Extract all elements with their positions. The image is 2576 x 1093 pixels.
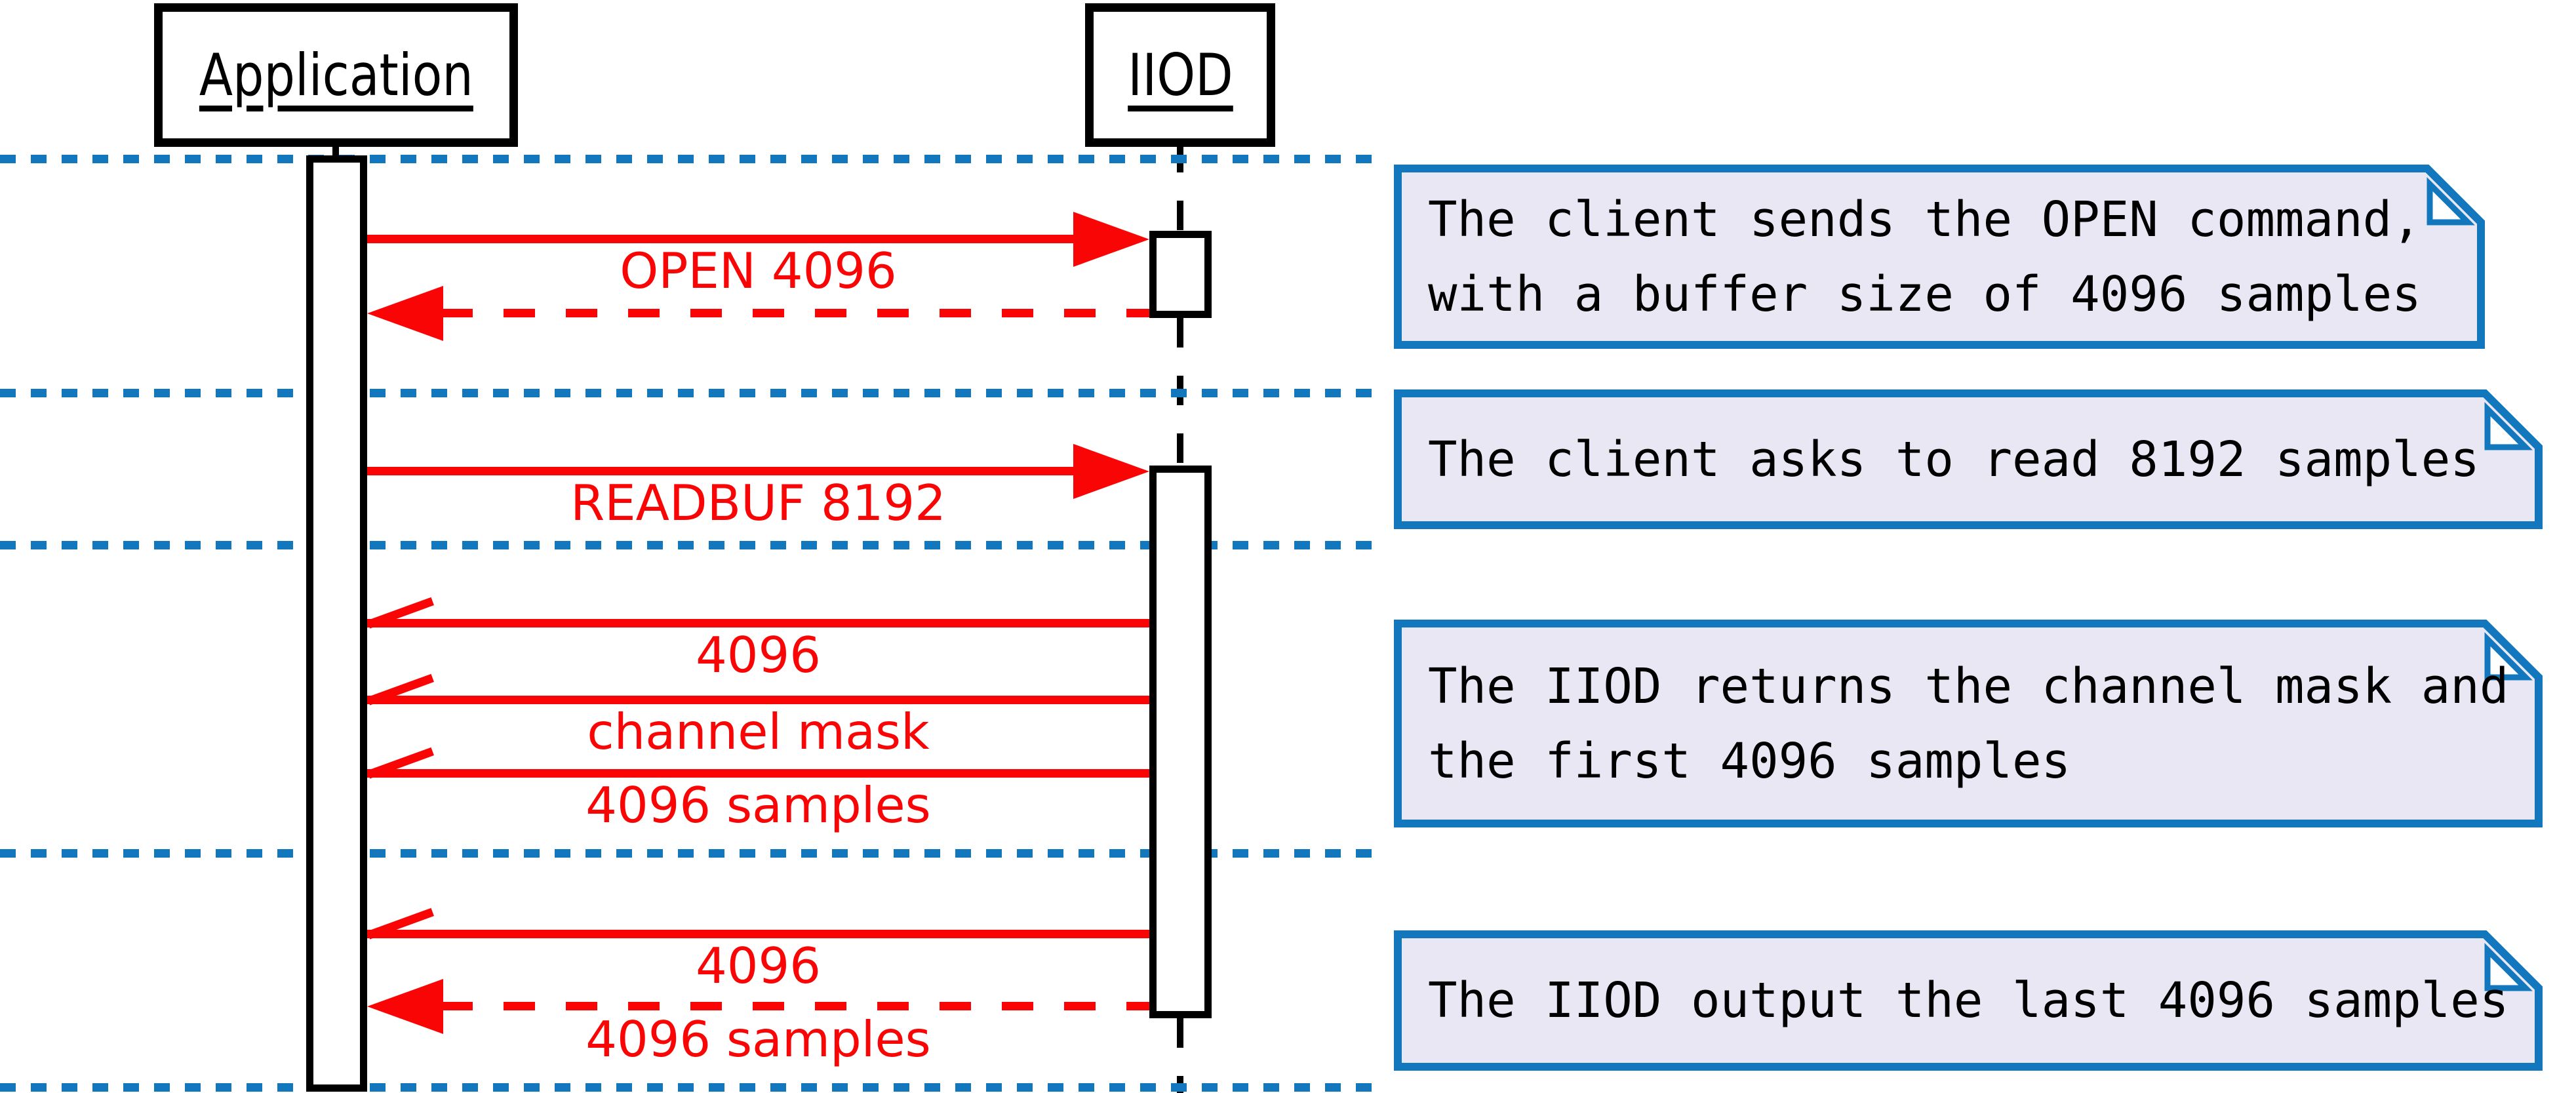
note-line: The IIOD output the last 4096 samples: [1428, 972, 2509, 1029]
message-line-open-response: [441, 309, 1149, 317]
note-open-command: The client sends the OPEN command, with …: [1394, 165, 2485, 349]
iiod-activation-bar-open: [1149, 231, 1212, 318]
step-divider-5: [0, 1083, 1380, 1092]
message-line-4096-second: [367, 930, 1149, 938]
iiod-lifeline-segment-1: [1177, 143, 1183, 231]
participant-application-label: Application: [199, 41, 473, 109]
message-label-4096-second: 4096: [696, 937, 821, 995]
message-label-4096-samples-final: 4096 samples: [585, 1010, 931, 1068]
message-line-4096-samples-final: [441, 1002, 1149, 1010]
note-readbuf-request: The client asks to read 8192 samples: [1394, 389, 2543, 529]
message-label-4096-samples-first: 4096 samples: [585, 776, 931, 834]
step-divider-2: [0, 389, 1380, 397]
note-fold-corner: [2484, 402, 2533, 450]
note-shape: [1394, 620, 2543, 827]
note-shape: [1394, 389, 2543, 529]
participant-iiod-label: IIOD: [1127, 41, 1233, 109]
note-fold-corner: [2427, 177, 2475, 226]
step-divider-1: [0, 155, 1380, 163]
note-fold-corner: [2484, 632, 2533, 681]
message-label-open: OPEN 4096: [620, 242, 897, 300]
participant-iiod: IIOD: [1085, 3, 1275, 147]
arrowhead-right-open: [1073, 212, 1149, 267]
application-lifeline: [332, 143, 339, 156]
note-last-samples: The IIOD output the last 4096 samples: [1394, 930, 2543, 1071]
participant-application: Application: [154, 3, 518, 147]
application-activation-bar: [306, 155, 367, 1092]
note-line: the first 4096 samples: [1428, 732, 2071, 789]
message-line-readbuf: [367, 467, 1075, 475]
iiod-lifeline-segment-3: [1177, 1018, 1183, 1093]
note-line: The client asks to read 8192 samples: [1428, 431, 2480, 488]
message-line-channel-mask: [367, 696, 1149, 704]
note-shape: [1394, 930, 2543, 1071]
note-line: with a buffer size of 4096 samples: [1428, 266, 2421, 323]
note-shape: [1394, 165, 2485, 349]
arrowhead-right-readbuf: [1073, 444, 1149, 499]
arrowhead-left-4096-samples-final: [367, 979, 443, 1034]
message-label-channel-mask: channel mask: [587, 703, 930, 761]
note-line: The IIOD returns the channel mask and: [1428, 658, 2509, 715]
message-line-open: [367, 235, 1075, 243]
message-line-4096-samples-first: [367, 769, 1149, 778]
arrowhead-left-open-response: [367, 286, 443, 341]
message-line-4096-first: [367, 619, 1149, 627]
note-fold-corner: [2484, 943, 2533, 991]
iiod-activation-bar-readbuf: [1149, 466, 1212, 1018]
message-label-4096-first: 4096: [696, 626, 821, 684]
note-line: The client sends the OPEN command,: [1428, 191, 2421, 248]
note-channel-mask: The IIOD returns the channel mask and th…: [1394, 620, 2543, 827]
message-label-readbuf: READBUF 8192: [570, 474, 946, 532]
